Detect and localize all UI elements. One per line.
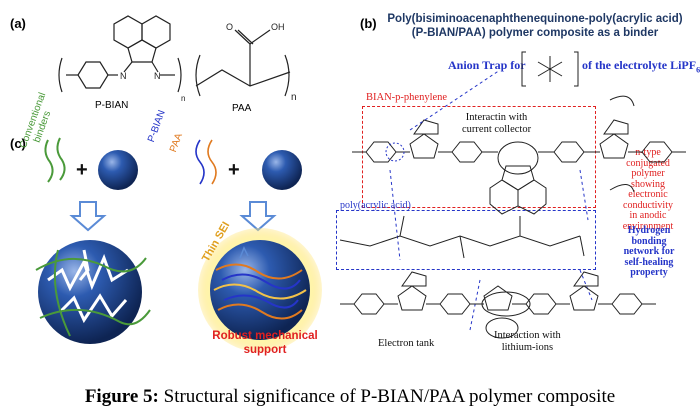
pbian-paa-network (213, 263, 307, 320)
electron-tank-label: Electron tank (378, 338, 435, 349)
electron-tank-ellipse (485, 317, 519, 339)
ring-b3 (401, 271, 427, 287)
paa-backbone (195, 69, 291, 87)
interaction-li-ellipse (481, 291, 531, 317)
plus-sign-1: + (76, 159, 88, 181)
naph-ring-1 (113, 15, 143, 49)
ring-t6 (489, 179, 519, 215)
cracked-particle (38, 240, 142, 344)
pf6-left-bracket (521, 51, 526, 87)
green-binder-strands (35, 249, 151, 337)
particle-sphere-2 (262, 150, 302, 190)
ring-b5 (483, 285, 513, 311)
anion-trap-label: Anion Trap for (448, 58, 526, 72)
protected-particle (210, 240, 310, 340)
n-atom-1: N (120, 71, 127, 81)
panel-b-label: (b) (360, 16, 377, 31)
ring-b4 (439, 293, 471, 315)
interaction-lithium-label: Interaction with lithium-ions (494, 330, 561, 353)
curved-arrow-1 (609, 95, 635, 107)
pbian-right-bracket (177, 57, 182, 93)
pbian-region-box (362, 106, 596, 208)
ring-b8 (573, 271, 599, 287)
paa-right-paren (284, 54, 290, 97)
caption-bold: Figure 5: (84, 386, 159, 407)
pbian-n-subscript: n (181, 94, 185, 103)
interaction-current-collector-label: Interactin with current collector (462, 112, 532, 135)
figure-caption: Figure 5: Structural significance of P-B… (0, 386, 700, 408)
crack-lines (47, 249, 129, 324)
ring-t2 (409, 133, 439, 159)
pbian-left-bracket (58, 57, 63, 93)
bian-label: BIAN-p-phenylene (366, 92, 448, 103)
paa-region-box (336, 210, 596, 270)
n-atom-2: N (154, 71, 161, 81)
interaction-ellipse-top (497, 141, 539, 175)
curved-arrow-2 (609, 184, 635, 193)
ring-t10 (603, 119, 629, 135)
ring-t11 (641, 141, 673, 163)
paa-n-subscript: n (291, 92, 297, 103)
robust-support-label: Robust mechanical support (212, 330, 318, 356)
panel-a-structures: N N n O OH n (58, 15, 297, 103)
phenylene-ring (77, 61, 109, 89)
pf6-right-bracket (574, 51, 579, 87)
ring-t8 (553, 141, 585, 163)
ring-t4 (451, 141, 483, 163)
conventional-binders-icon (44, 137, 66, 183)
ring-b9 (611, 293, 643, 315)
particle-sphere-1 (98, 150, 138, 190)
ring-t5 (501, 165, 535, 191)
down-arrow-icon (69, 201, 277, 232)
ring-b2 (397, 285, 427, 311)
ring-b1 (353, 293, 385, 315)
hydroxyl-oh: OH (271, 22, 285, 32)
panel-a-label: (a) (10, 16, 26, 31)
ring-b7 (569, 285, 599, 311)
paa-label: poly(acrylic acid) (340, 200, 411, 211)
paa-left-paren (195, 54, 201, 97)
panel-b-title: Poly(bisiminoacenaphthenequinone-poly(ac… (387, 13, 683, 39)
electrolyte-label: of the electrolyte LiPF6 (582, 58, 700, 75)
panel-b-structure (339, 51, 686, 339)
ring-t3 (413, 119, 439, 135)
ring-t9 (599, 133, 629, 159)
five-ring (127, 39, 157, 63)
plus-sign-2: + (228, 159, 240, 181)
sei-marker (239, 246, 249, 259)
paa-name: PAA (232, 103, 252, 114)
ring-t7 (517, 179, 547, 215)
caption-text: Structural significance of P-BIAN/PAA po… (158, 386, 616, 407)
pbian-paa-binders-icon (195, 139, 217, 185)
naph-ring-2 (141, 15, 171, 49)
pbian-name: P-BIAN (95, 100, 129, 111)
panel-c-graphics: + + (35, 137, 322, 352)
panel-c-label: (c) (10, 136, 26, 151)
anion-trap-circle (385, 142, 405, 162)
ring-t1 (365, 141, 397, 163)
carbonyl-o: O (226, 22, 233, 32)
pf6-icon (537, 56, 563, 82)
